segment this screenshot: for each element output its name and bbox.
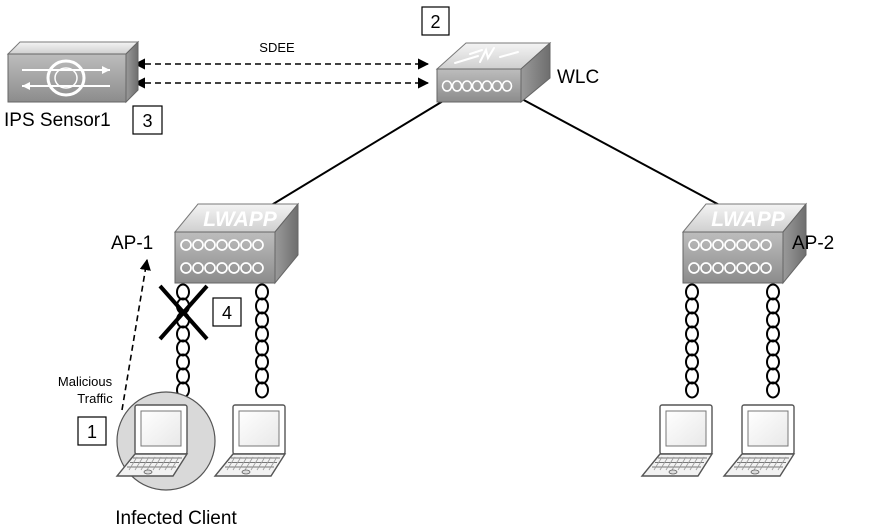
ap2-label: AP-2	[792, 233, 834, 254]
malicious-label: Malicious	[58, 374, 113, 389]
wlc-label: WLC	[557, 67, 599, 88]
svg-text:3: 3	[142, 111, 152, 131]
blocked-x-icon	[158, 284, 209, 341]
traffic-label: Traffic	[77, 391, 113, 406]
step-box-3: 3	[132, 105, 163, 135]
ap2-badge: LWAPP	[711, 208, 786, 231]
svg-text:4: 4	[222, 303, 232, 323]
client-laptop-icon	[640, 404, 714, 477]
wlc-to-ap1-link	[254, 97, 449, 216]
wlc-to-ap2-link	[519, 97, 726, 209]
wireless-lan-controller-icon	[435, 41, 552, 104]
ips-sensor-icon	[6, 40, 140, 104]
laptops	[115, 404, 796, 477]
client-laptop-icon	[213, 404, 287, 477]
wireless-link-ap1-infected	[176, 283, 190, 399]
wireless-link-ap2-client2	[766, 283, 780, 399]
ap1-badge: LWAPP	[203, 208, 278, 231]
ips-sensor-label: IPS Sensor1	[4, 110, 111, 131]
infected-client-label: Infected Client	[115, 508, 237, 529]
malicious-traffic-arrow	[121, 258, 151, 411]
client-laptop-icon	[722, 404, 796, 477]
ap1-label: AP-1	[111, 233, 153, 254]
ap1-icon: LWAPP	[173, 202, 300, 285]
sdee-label: SDEE	[259, 40, 295, 55]
infected-client-laptop-icon	[115, 404, 189, 477]
svg-text:1: 1	[87, 422, 97, 442]
step-box-2: 2	[421, 6, 450, 36]
wireless-link-ap2-client1	[685, 283, 699, 399]
wireless-link-ap1-client2	[255, 283, 269, 399]
svg-text:2: 2	[430, 12, 440, 32]
ap2-icon: LWAPP	[681, 202, 808, 285]
step-box-1: 1	[77, 416, 107, 446]
wireless-links	[176, 283, 780, 399]
step-box-4: 4	[212, 297, 242, 327]
